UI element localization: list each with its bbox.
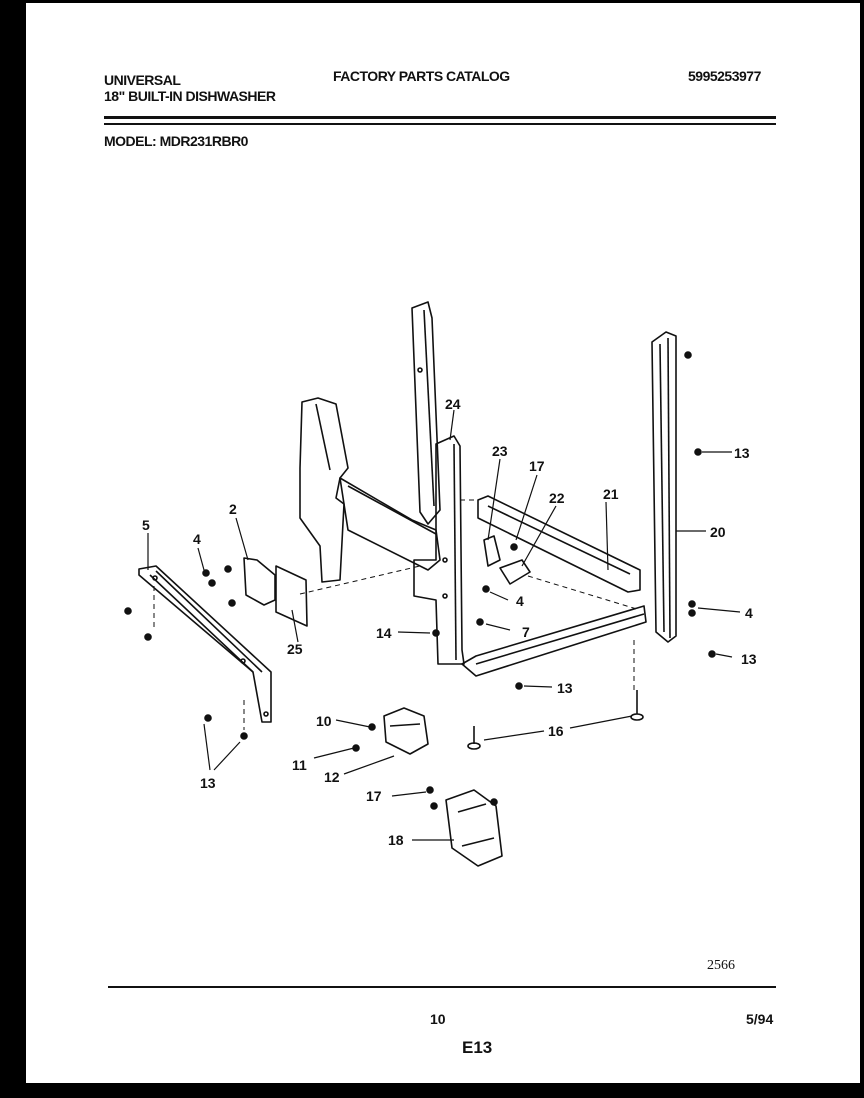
callout-14: 14 xyxy=(376,625,392,641)
callout-25: 25 xyxy=(287,641,303,657)
part-number: 5995253977 xyxy=(688,68,761,84)
callout-13: 13 xyxy=(200,775,216,791)
callout-13: 13 xyxy=(557,680,573,696)
callout-18: 18 xyxy=(388,832,404,848)
callout-7: 7 xyxy=(522,624,530,640)
callout-22: 22 xyxy=(549,490,565,506)
callout-10: 10 xyxy=(316,713,332,729)
callout-13: 13 xyxy=(734,445,750,461)
header-rule-thin xyxy=(104,123,776,125)
header-rule-thick xyxy=(104,116,776,119)
callout-12: 12 xyxy=(324,769,340,785)
callout-17: 17 xyxy=(529,458,545,474)
latch-assembly-part xyxy=(445,789,503,867)
leveling-leg-part xyxy=(467,690,644,750)
callout-17: 17 xyxy=(366,788,382,804)
callout-20: 20 xyxy=(710,524,726,540)
callout-4: 4 xyxy=(516,593,524,609)
callout-11: 11 xyxy=(292,757,307,773)
callout-24: 24 xyxy=(445,396,461,412)
callout-5: 5 xyxy=(142,517,150,533)
revision-date: 5/94 xyxy=(746,1011,774,1027)
product-description: 18" BUILT-IN DISHWASHER xyxy=(104,88,276,104)
catalog-page xyxy=(26,3,860,1083)
callout-labels: 2 4 4 4 5 7 10 11 12 13 13 13 13 13 14 1… xyxy=(142,396,757,848)
callout-13: 13 xyxy=(741,651,757,667)
footer-rule xyxy=(108,986,776,988)
callout-leaders xyxy=(147,409,741,841)
left-frame-part xyxy=(299,301,465,665)
support-bracket-part xyxy=(483,535,531,585)
right-rail-part xyxy=(651,331,677,643)
callout-21: 21 xyxy=(603,486,619,502)
brand-name: UNIVERSAL xyxy=(104,72,181,88)
model-number: MODEL: MDR231RBR0 xyxy=(104,133,248,149)
callout-16: 16 xyxy=(548,723,564,739)
switch-assembly-part xyxy=(383,707,429,755)
callout-4: 4 xyxy=(745,605,753,621)
bracket-part xyxy=(243,557,308,627)
assembly-guide-lines xyxy=(153,499,641,730)
screw-parts xyxy=(124,351,716,810)
catalog-title: FACTORY PARTS CATALOG xyxy=(333,68,510,84)
figure-number: 2566 xyxy=(707,958,735,973)
front-rail-part xyxy=(138,565,272,723)
callout-2: 2 xyxy=(229,501,237,517)
section-code: E13 xyxy=(462,1038,493,1057)
callout-23: 23 xyxy=(492,443,508,459)
page-number: 10 xyxy=(430,1011,446,1027)
cross-rail-part xyxy=(461,495,647,677)
callout-4: 4 xyxy=(193,531,201,547)
